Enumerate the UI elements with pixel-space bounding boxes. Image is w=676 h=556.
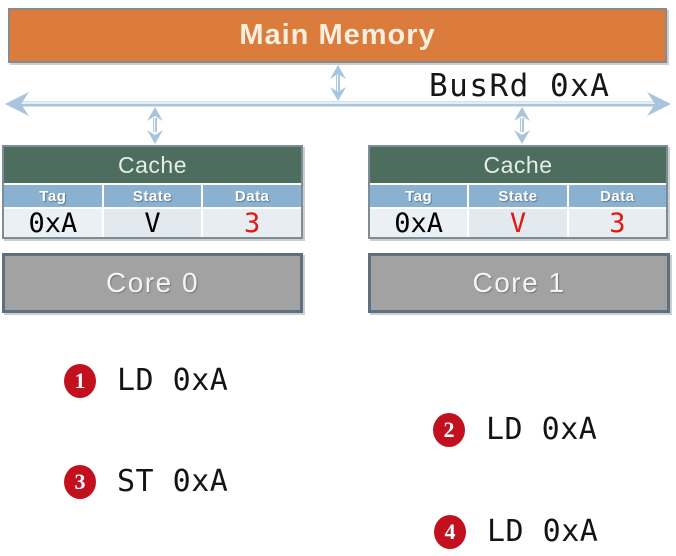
cache1-line-row: 0xA V 3 — [370, 209, 666, 237]
cache0-data-value: 3 — [203, 209, 301, 237]
event-2-ld: 2 LD 0xA — [433, 412, 597, 447]
cache1-bus-arrow — [514, 107, 530, 144]
cache0-title: Cache — [4, 147, 301, 185]
event-1-ld: 1 LD 0xA — [64, 363, 228, 398]
core0-label: Core 0 — [105, 267, 200, 298]
event-4-badge: 4 — [434, 514, 466, 549]
cache0-tag-value: 0xA — [4, 209, 102, 237]
event-3-badge: 3 — [64, 464, 96, 499]
cache1-title: Cache — [370, 147, 666, 185]
cache0-column-headers: Tag State Data — [4, 185, 301, 209]
cache1-column-headers: Tag State Data — [370, 185, 666, 209]
event-4-ld: 4 LD 0xA — [434, 514, 598, 549]
core1-label: Core 1 — [472, 267, 566, 298]
event-4-text: LD 0xA — [487, 514, 599, 549]
cache0-col-tag: Tag — [4, 185, 102, 207]
event-2-badge: 2 — [433, 412, 465, 447]
cache1-tag-value: 0xA — [370, 209, 468, 237]
cache1-state-value: V — [469, 209, 567, 237]
cache0-line-row: 0xA V 3 — [4, 209, 301, 237]
cache0-bus-arrow — [147, 107, 163, 144]
cache0-block: Cache Tag State Data 0xA V 3 — [2, 145, 303, 239]
cache1-col-tag: Tag — [370, 185, 468, 207]
event-1-text: LD 0xA — [117, 363, 229, 398]
event-4-number: 4 — [444, 518, 456, 544]
bus-transaction-label: BusRd 0xA — [429, 68, 611, 104]
event-3-text: ST 0xA — [117, 464, 229, 499]
cache0-state-value: V — [103, 209, 202, 237]
event-1-number: 1 — [74, 367, 86, 393]
event-2-number: 2 — [443, 416, 455, 442]
cache1-col-data: Data — [568, 185, 666, 207]
event-1-badge: 1 — [64, 363, 96, 398]
cache0-col-state: State — [103, 185, 202, 207]
event-2-text: LD 0xA — [486, 412, 598, 447]
cache0-col-data: Data — [203, 185, 301, 207]
cache1-data-value: 3 — [568, 209, 666, 237]
event-3-number: 3 — [74, 468, 86, 494]
event-3-st: 3 ST 0xA — [64, 464, 228, 499]
shared-bus-arrow — [5, 92, 671, 116]
memory-bus-arrow — [330, 65, 346, 101]
core1-box: Core 1 — [368, 253, 670, 313]
cache1-block: Cache Tag State Data 0xA V 3 — [368, 145, 668, 239]
main-memory-box: Main Memory — [8, 8, 667, 63]
core0-box: Core 0 — [2, 253, 303, 313]
main-memory-label: Main Memory — [239, 19, 436, 51]
cache1-col-state: State — [469, 185, 567, 207]
